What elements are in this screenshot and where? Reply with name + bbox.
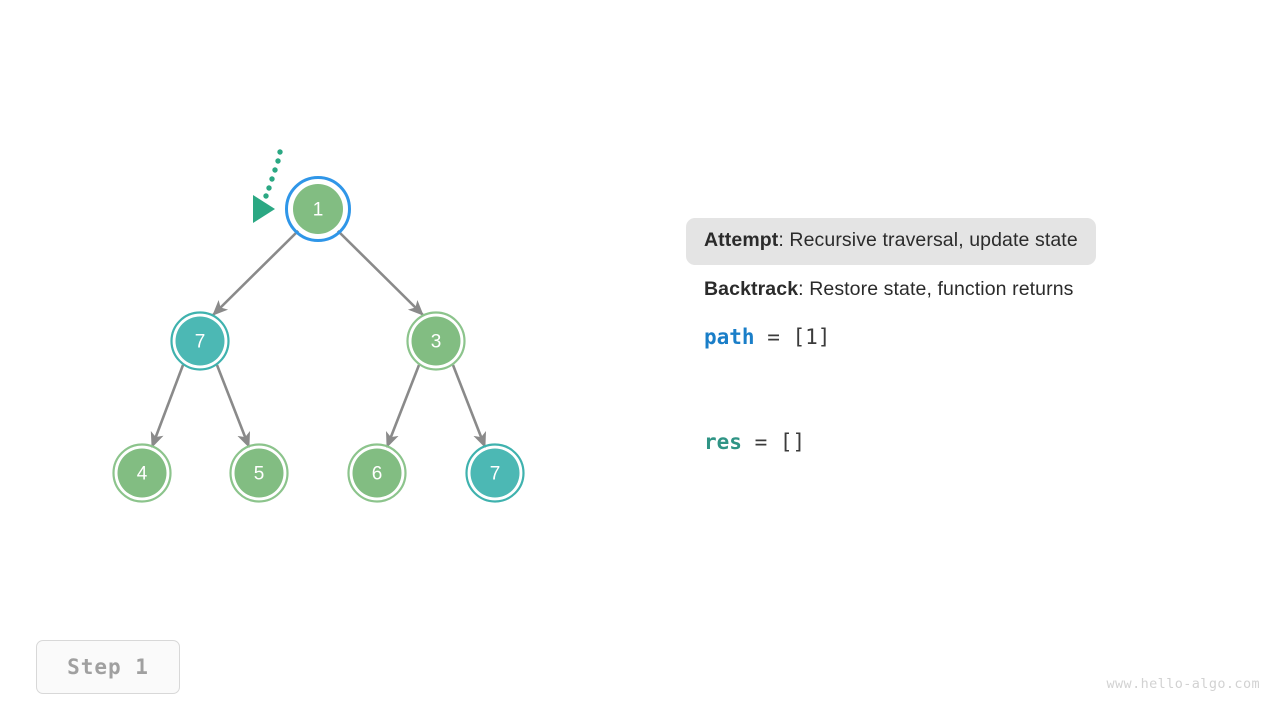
- tree-node-4[interactable]: 4: [112, 443, 172, 503]
- trail-dot: [277, 149, 283, 155]
- trail-dot: [269, 176, 275, 182]
- tree-nodes: 1 7 3 4 5: [112, 176, 525, 503]
- attempt-hint: Attempt: Recursive traversal, update sta…: [686, 218, 1096, 265]
- attempt-separator: :: [778, 229, 790, 251]
- node-ring: [465, 443, 525, 503]
- node-label: 5: [254, 464, 265, 485]
- node-inner-ring: [288, 179, 348, 239]
- edge-n1-n3: [335, 228, 424, 316]
- trail-dot: [263, 193, 269, 199]
- node-circle: [470, 448, 520, 498]
- edge-n2-n5: [215, 364, 251, 448]
- path-variable-name: path: [704, 325, 755, 349]
- tree-node-1[interactable]: 1: [285, 176, 351, 242]
- res-state-row: res = []: [686, 432, 1226, 453]
- node-label: 7: [195, 332, 206, 353]
- pointer-trail-dots: [263, 149, 283, 199]
- attempt-term: Attempt: [704, 229, 779, 251]
- trail-dot: [266, 185, 272, 191]
- path-operator: =: [754, 325, 793, 349]
- attempt-text: Recursive traversal, update state: [789, 229, 1078, 251]
- tree-diagram-panel: 1 7 3 4 5: [0, 0, 640, 560]
- node-label: 6: [372, 464, 383, 485]
- tree-edges: [150, 228, 487, 448]
- edge-n3-n7: [451, 364, 487, 448]
- tree-node-7[interactable]: 7: [465, 443, 525, 503]
- tree-node-2[interactable]: 7: [170, 311, 230, 371]
- step-badge: Step 1: [36, 640, 180, 694]
- node-highlight-ring: [285, 176, 351, 242]
- node-ring: [170, 311, 230, 371]
- res-variable-name: res: [704, 430, 742, 454]
- node-ring: [347, 443, 407, 503]
- backtrack-hint: Backtrack: Restore state, function retur…: [686, 267, 1092, 314]
- pointer-triangle-icon: [253, 195, 275, 223]
- path-state-row: path = [1]: [686, 327, 1226, 348]
- node-circle: [411, 316, 461, 366]
- edge-n2-n4: [150, 364, 185, 448]
- node-label: 1: [313, 200, 324, 221]
- node-circle: [352, 448, 402, 498]
- node-circle: [117, 448, 167, 498]
- info-panel: Attempt: Recursive traversal, update sta…: [686, 218, 1226, 453]
- trail-dot: [272, 167, 278, 173]
- watermark: www.hello-algo.com: [1106, 676, 1260, 692]
- tree-node-6[interactable]: 6: [347, 443, 407, 503]
- node-circle: [293, 184, 343, 234]
- res-operator: =: [741, 430, 780, 454]
- backtrack-separator: :: [798, 277, 810, 300]
- call-pointer: [253, 149, 283, 223]
- node-ring: [229, 443, 289, 503]
- tree-node-5[interactable]: 5: [229, 443, 289, 503]
- backtrack-term: Backtrack: [704, 277, 799, 300]
- node-ring: [406, 311, 466, 371]
- res-value: []: [779, 430, 806, 454]
- node-circle: [234, 448, 284, 498]
- node-label: 7: [490, 464, 501, 485]
- edge-n1-n2: [212, 228, 301, 316]
- binary-tree-svg: 1 7 3 4 5: [112, 149, 525, 503]
- backtrack-text: Restore state, function returns: [809, 277, 1074, 300]
- step-label: Step 1: [67, 655, 149, 679]
- path-value: [1]: [792, 325, 831, 349]
- node-circle: [175, 316, 225, 366]
- tree-node-3[interactable]: 3: [406, 311, 466, 371]
- node-label: 4: [137, 464, 148, 485]
- node-label: 3: [431, 332, 442, 353]
- trail-dot: [275, 158, 281, 164]
- node-ring: [112, 443, 172, 503]
- edge-n3-n6: [385, 364, 421, 448]
